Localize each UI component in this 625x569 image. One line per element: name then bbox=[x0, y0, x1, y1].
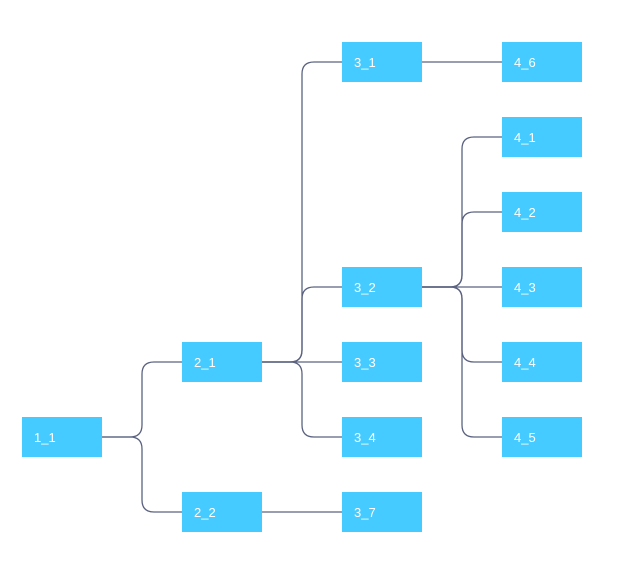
node-4-4[interactable]: 4_4 bbox=[502, 342, 582, 382]
node-label: 4_1 bbox=[514, 129, 536, 145]
node-label: 3_2 bbox=[354, 279, 376, 295]
edge-1_1-to-2_1 bbox=[102, 361, 182, 438]
node-3-7[interactable]: 3_7 bbox=[342, 492, 422, 532]
node-label: 4_6 bbox=[514, 54, 536, 70]
node-label: 3_1 bbox=[354, 54, 376, 70]
node-label: 2_2 bbox=[194, 504, 216, 520]
node-label: 4_3 bbox=[514, 279, 536, 295]
node-label: 2_1 bbox=[194, 354, 216, 370]
node-4-6[interactable]: 4_6 bbox=[502, 42, 582, 82]
node-3-3[interactable]: 3_3 bbox=[342, 342, 422, 382]
node-label: 3_4 bbox=[354, 429, 376, 445]
node-label: 1_1 bbox=[34, 429, 56, 445]
node-label: 4_5 bbox=[514, 429, 536, 445]
edge-layer bbox=[102, 61, 502, 513]
edge-1_1-to-2_2 bbox=[102, 436, 182, 513]
node-4-1[interactable]: 4_1 bbox=[502, 117, 582, 157]
edge-3_2-to-4_5 bbox=[422, 286, 502, 438]
node-4-5[interactable]: 4_5 bbox=[502, 417, 582, 457]
node-3-1[interactable]: 3_1 bbox=[342, 42, 422, 82]
node-3-2[interactable]: 3_2 bbox=[342, 267, 422, 307]
edge-3_2-to-4_2 bbox=[422, 211, 502, 288]
node-2-2[interactable]: 2_2 bbox=[182, 492, 262, 532]
node-label: 4_4 bbox=[514, 354, 536, 370]
node-4-2[interactable]: 4_2 bbox=[502, 192, 582, 232]
edge-2_1-to-3_2 bbox=[262, 286, 342, 363]
node-3-4[interactable]: 3_4 bbox=[342, 417, 422, 457]
edge-2_1-to-3_4 bbox=[262, 361, 342, 438]
node-label: 4_2 bbox=[514, 204, 536, 220]
node-2-1[interactable]: 2_1 bbox=[182, 342, 262, 382]
node-4-3[interactable]: 4_3 bbox=[502, 267, 582, 307]
node-label: 3_7 bbox=[354, 504, 376, 520]
node-1-1[interactable]: 1_1 bbox=[22, 417, 102, 457]
node-label: 3_3 bbox=[354, 354, 376, 370]
